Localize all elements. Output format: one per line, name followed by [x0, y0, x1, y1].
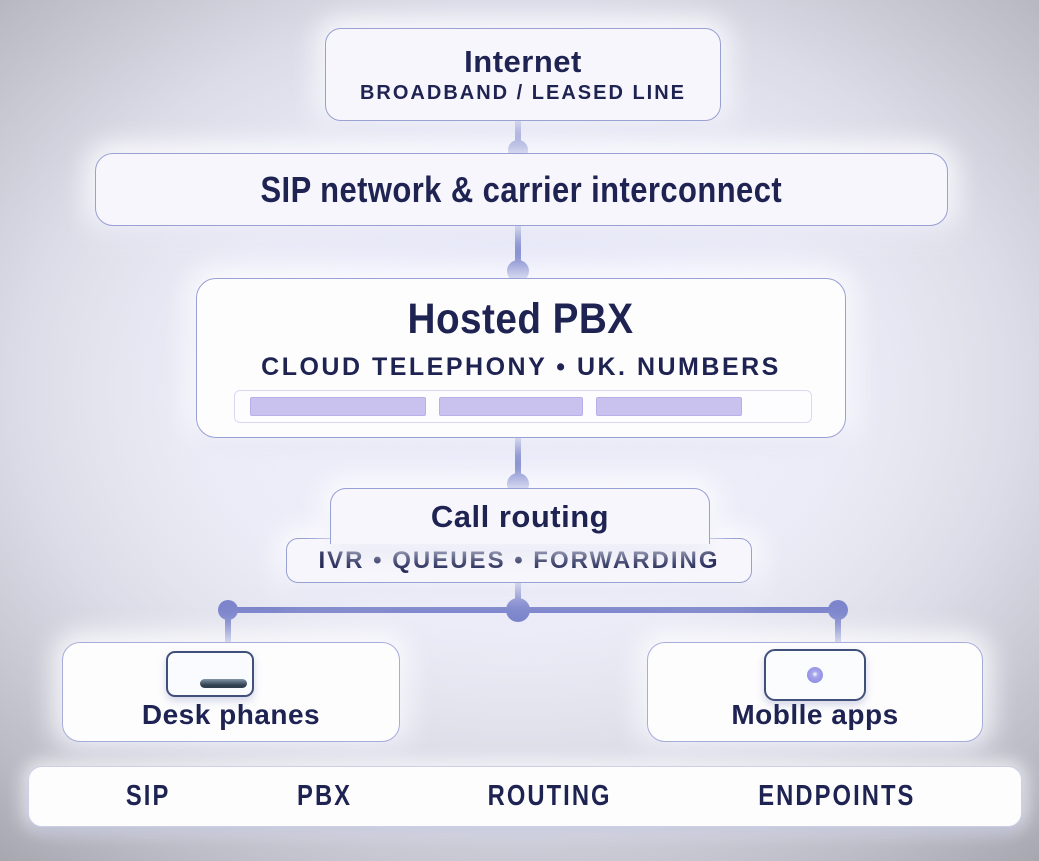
pbx-capacity-tray	[234, 390, 812, 423]
routing-title: Call routing	[430, 498, 610, 534]
mobile-camera-dot-icon	[807, 667, 823, 683]
legend-item-pbx: PBX	[297, 780, 353, 812]
node-mobile-apps: Moblle apps	[647, 642, 983, 742]
node-call-routing: Call routing	[330, 488, 710, 544]
capacity-bar-1	[250, 397, 426, 416]
node-desk-phones: Desk phanes	[62, 642, 400, 742]
internet-subtitle: BROADBAND / LEASED LINE	[359, 82, 686, 105]
legend-item-sip: SIP	[125, 780, 171, 812]
connector-pbx-to-routing	[515, 436, 521, 486]
internet-title: Internet	[464, 43, 582, 79]
legend-item-endpoints: ENDPOINTS	[758, 780, 916, 812]
pbx-title: Hosted PBX	[407, 295, 634, 343]
legend-item-routing: ROUTING	[487, 780, 612, 812]
connector-internet-to-sip	[515, 118, 521, 156]
node-internet: Internet BROADBAND / LEASED LINE	[325, 28, 721, 121]
connector-sip-to-pbx	[515, 224, 521, 274]
connector-branch-to-mobile	[835, 610, 841, 644]
junction-dot-branch-center	[506, 598, 530, 622]
desk-phone-icon	[166, 651, 254, 697]
pbx-subtitle: CLOUD TELEPHONY • UK. NUMBERS	[261, 353, 781, 381]
connector-routing-to-branch	[515, 581, 521, 611]
legend-bar: SIP PBX ROUTING ENDPOINTS	[28, 766, 1022, 827]
connector-branch-to-desk	[225, 610, 231, 644]
routing-subtitle: IVR • QUEUES • FORWARDING	[318, 546, 720, 574]
sip-title: SIP network & carrier interconnect	[260, 168, 783, 210]
routing-subtitle-strip: IVR • QUEUES • FORWARDING	[286, 538, 752, 583]
desk-phones-label: Desk phanes	[141, 699, 321, 730]
node-sip-network: SIP network & carrier interconnect	[95, 153, 948, 226]
mobile-phone-icon	[764, 649, 866, 701]
mobile-apps-label: Moblle apps	[731, 699, 899, 730]
junction-dot-pbx-top	[507, 260, 529, 282]
capacity-bar-2	[439, 397, 583, 416]
desk-phone-handset-bar	[200, 679, 247, 688]
node-hosted-pbx: Hosted PBX CLOUD TELEPHONY • UK. NUMBERS	[196, 278, 846, 438]
capacity-bar-3	[596, 397, 742, 416]
branch-horizontal-line	[225, 607, 841, 613]
